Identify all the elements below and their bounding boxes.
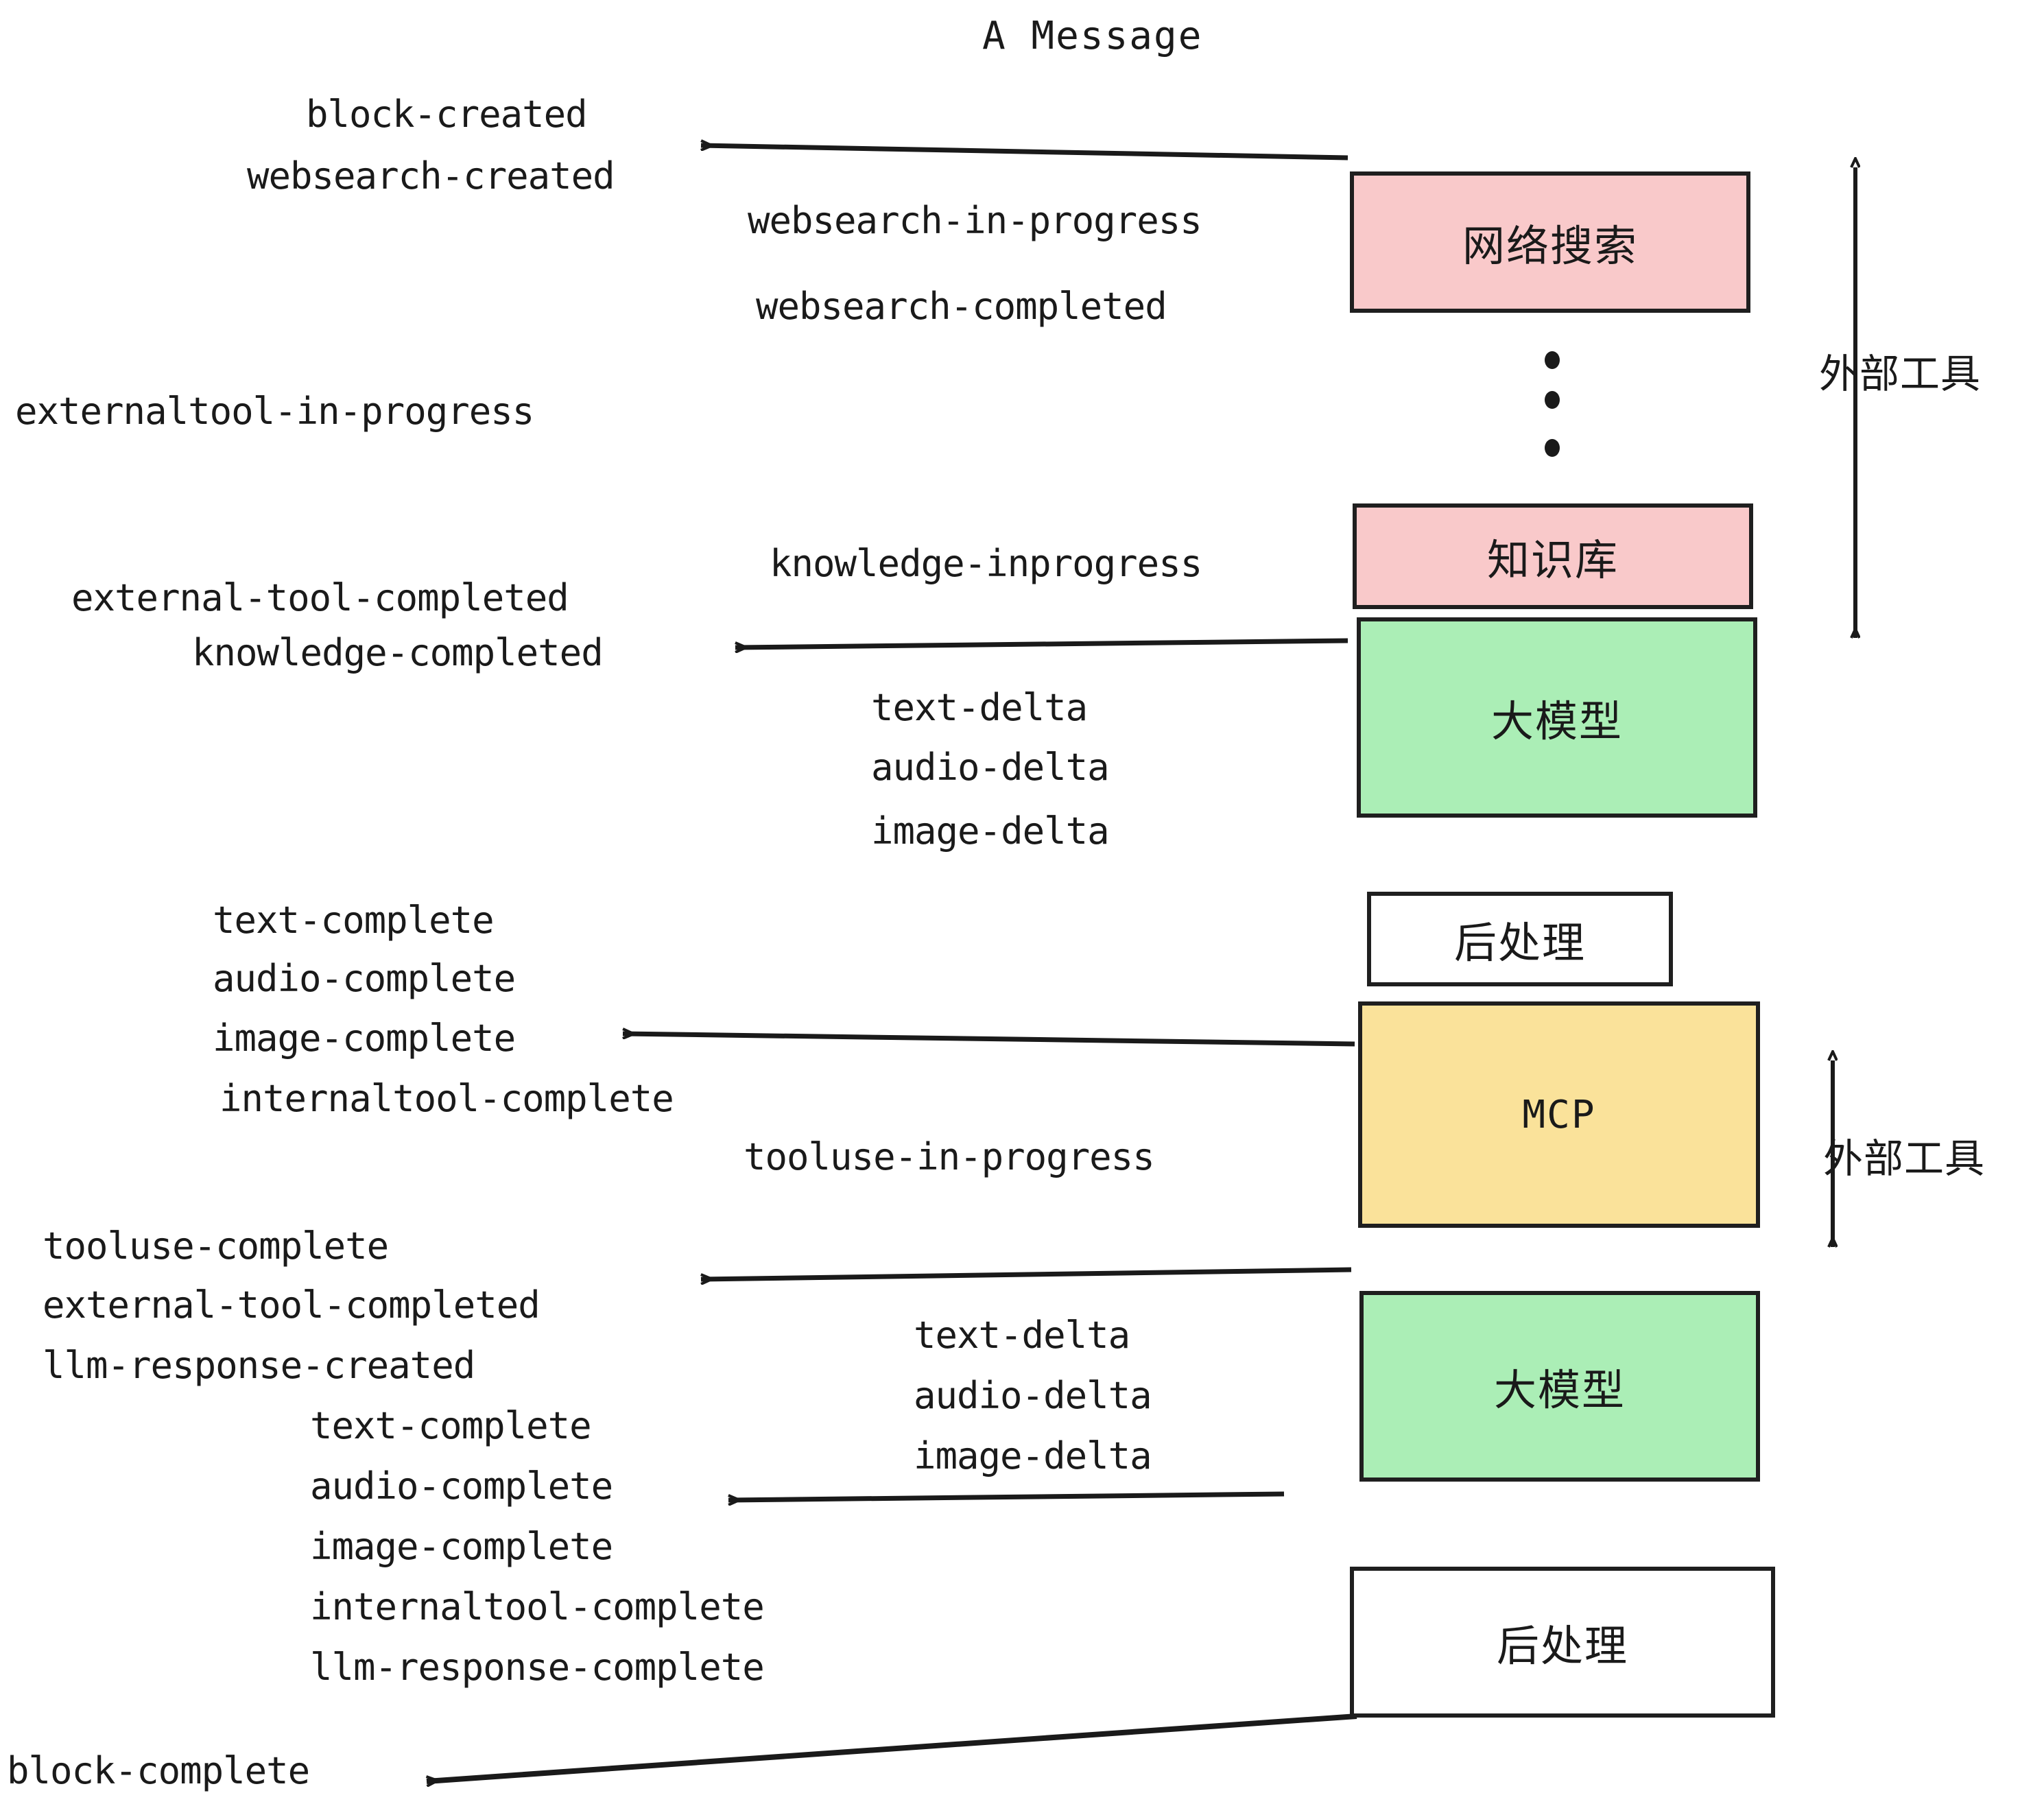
event-knowledge-completed: knowledge-completed bbox=[192, 631, 604, 674]
node-mcp-label: MCP bbox=[1522, 1092, 1596, 1137]
event-audio-complete-1: audio-complete bbox=[213, 957, 516, 1000]
event-websearch-completed: websearch-completed bbox=[756, 285, 1167, 328]
event-internaltool-complete-2: internaltool-complete bbox=[310, 1585, 765, 1628]
node-postprocess-top-label: 后处理 bbox=[1453, 918, 1586, 968]
arrow-websearch-to-block-created bbox=[701, 145, 1348, 161]
event-text-complete-2: text-complete bbox=[310, 1404, 592, 1447]
event-tooluse-complete: tooluse-complete bbox=[43, 1224, 389, 1268]
event-audio-delta-2: audio-delta bbox=[914, 1374, 1152, 1417]
node-postprocess-bottom[interactable]: 后处理 bbox=[1350, 1567, 1775, 1718]
event-text-complete-1: text-complete bbox=[213, 899, 495, 942]
event-external-tool-completed-2: external-tool-completed bbox=[43, 1283, 540, 1327]
event-block-complete: block-complete bbox=[7, 1749, 310, 1792]
node-websearch[interactable]: 网络搜索 bbox=[1350, 171, 1750, 313]
event-audio-complete-2: audio-complete bbox=[310, 1464, 613, 1508]
node-llm-bottom-label: 大模型 bbox=[1493, 1365, 1626, 1415]
event-websearch-created: websearch-created bbox=[247, 154, 615, 198]
event-image-delta-1: image-delta bbox=[871, 809, 1110, 853]
ellipsis-dot bbox=[1545, 439, 1560, 457]
node-knowledge-label: 知识库 bbox=[1486, 535, 1619, 585]
external-tools-label-bottom: 外部工具 bbox=[1823, 1135, 1986, 1182]
node-mcp[interactable]: MCP bbox=[1358, 1001, 1760, 1228]
event-external-tool-completed-1: external-tool-completed bbox=[71, 576, 569, 619]
event-internaltool-complete-1: internaltool-complete bbox=[219, 1077, 674, 1120]
event-text-delta-1: text-delta bbox=[871, 686, 1088, 729]
ellipsis-dot bbox=[1545, 391, 1560, 409]
event-text-delta-2: text-delta bbox=[914, 1314, 1130, 1357]
node-knowledge[interactable]: 知识库 bbox=[1353, 503, 1753, 609]
event-image-delta-2: image-delta bbox=[914, 1434, 1152, 1477]
arrow-knowledge-to-completed bbox=[735, 638, 1348, 648]
page-title: A Message bbox=[982, 14, 1203, 58]
event-image-complete-1: image-complete bbox=[213, 1017, 516, 1060]
event-block-created: block-created bbox=[306, 93, 588, 136]
arrow-llm-bottom-to-audio-complete bbox=[728, 1491, 1285, 1500]
event-websearch-in-progress: websearch-in-progress bbox=[748, 199, 1202, 242]
ellipsis-dot bbox=[1545, 351, 1560, 369]
node-postprocess-bottom-label: 后处理 bbox=[1496, 1621, 1628, 1671]
event-knowledge-inprogress: knowledge-inprogress bbox=[770, 542, 1202, 585]
arrow-mcp-to-tooluse-complete bbox=[701, 1267, 1352, 1279]
node-llm-bottom[interactable]: 大模型 bbox=[1359, 1291, 1760, 1482]
event-externaltool-in-progress: externaltool-in-progress bbox=[15, 390, 534, 433]
arrow-llm-top-to-image-complete bbox=[623, 1034, 1355, 1047]
external-tools-label-top: 外部工具 bbox=[1819, 351, 1982, 397]
event-tooluse-in-progress: tooluse-in-progress bbox=[744, 1135, 1155, 1178]
event-audio-delta-1: audio-delta bbox=[871, 746, 1110, 789]
event-llm-response-created: llm-response-created bbox=[43, 1344, 475, 1387]
arrow-postproc-to-block-complete bbox=[427, 1713, 1357, 1781]
event-llm-response-complete: llm-response-complete bbox=[310, 1646, 765, 1689]
node-websearch-label: 网络搜索 bbox=[1462, 221, 1638, 271]
node-postprocess-top[interactable]: 后处理 bbox=[1367, 892, 1673, 986]
node-llm-top-label: 大模型 bbox=[1490, 696, 1623, 746]
node-llm-top[interactable]: 大模型 bbox=[1357, 617, 1757, 818]
event-image-complete-2: image-complete bbox=[310, 1525, 613, 1568]
